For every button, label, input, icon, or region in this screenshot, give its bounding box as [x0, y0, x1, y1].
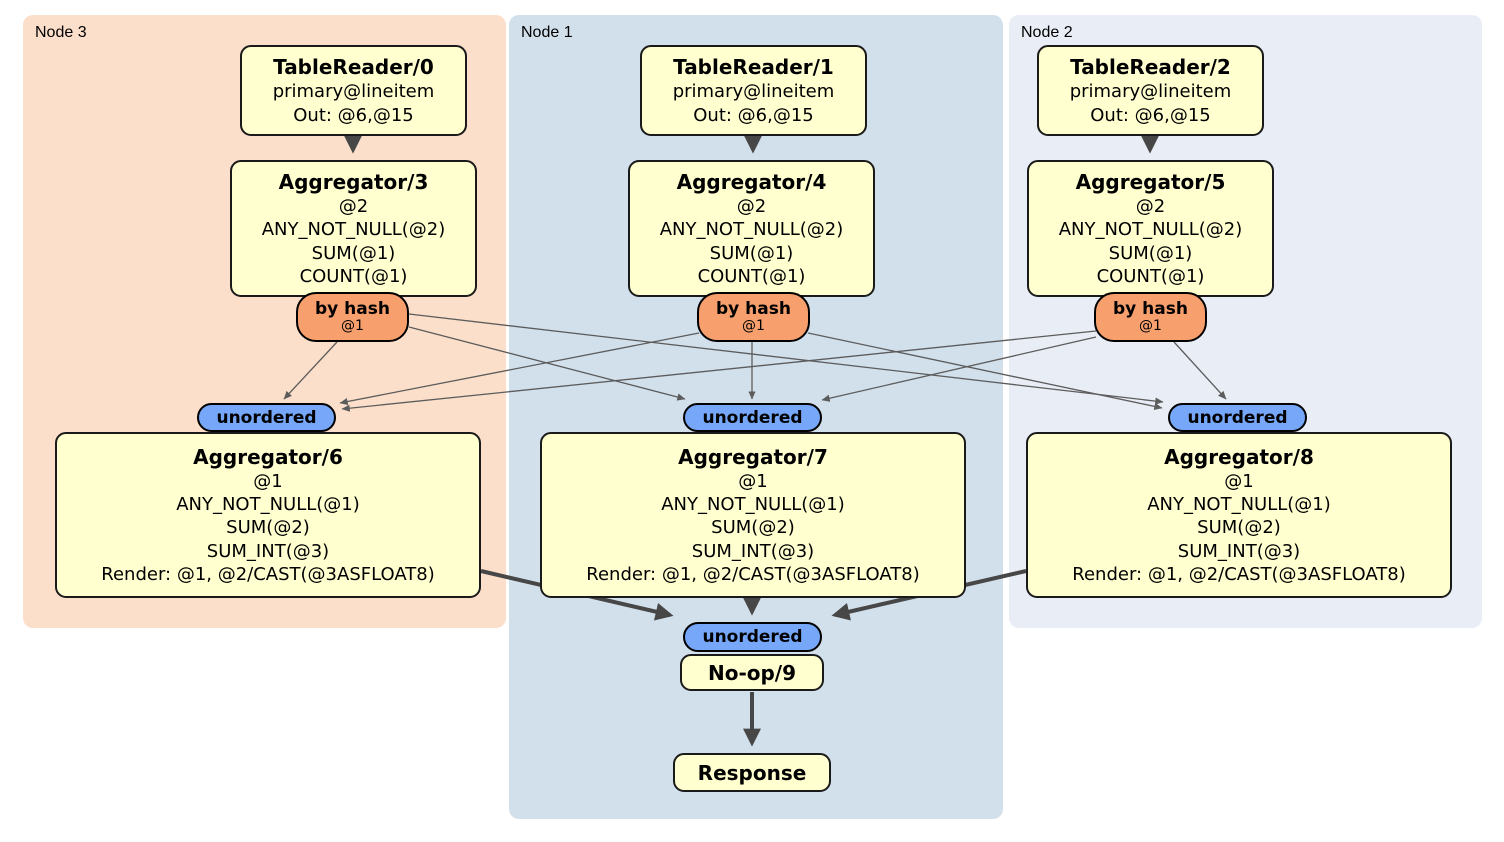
edge-hash1-to-unordered8: [807, 332, 1163, 410]
box-title: Response: [697, 760, 807, 785]
box-title: Aggregator/3: [278, 169, 429, 194]
box-line: primary@lineitem: [672, 81, 835, 103]
box-title: Aggregator/4: [676, 169, 827, 194]
box-title: TableReader/0: [273, 55, 434, 80]
box-line: ANY_NOT_NULL(@2): [261, 219, 446, 241]
node-group-label: Node 1: [521, 24, 573, 41]
node-group-label: Node 2: [1021, 24, 1073, 41]
router-label: by hash: [315, 298, 390, 319]
box-line: @2: [736, 195, 767, 217]
hash-router-node1: by hash @1: [697, 292, 810, 342]
aggregator-4-box: Aggregator/4 @2 ANY_NOT_NULL(@2) SUM(@1)…: [628, 160, 875, 297]
box-line: ANY_NOT_NULL(@1): [176, 493, 360, 515]
box-line: SUM_INT(@3): [1177, 540, 1301, 562]
hash-router-node2: by hash @1: [1094, 292, 1207, 342]
box-line: Render: @1, @2/CAST(@3ASFLOAT8): [101, 564, 435, 586]
box-title: Aggregator/8: [1164, 444, 1314, 469]
box-line: @1: [253, 470, 283, 492]
unordered-sync-7: unordered: [683, 403, 822, 432]
box-line: SUM(@1): [709, 242, 794, 264]
tablereader-1-box: TableReader/1 primary@lineitem Out: @6,@…: [640, 45, 867, 136]
box-line: Render: @1, @2/CAST(@3ASFLOAT8): [586, 564, 920, 586]
router-detail: @1: [1139, 318, 1162, 335]
edge-hash2-to-unordered8: [1173, 341, 1227, 400]
edge-hash2-to-unordered6: [341, 330, 1097, 412]
box-line: ANY_NOT_NULL(@2): [1058, 219, 1243, 241]
box-line: SUM(@1): [1108, 242, 1193, 264]
response-box: Response: [673, 753, 831, 792]
noop-9-box: No-op/9: [680, 654, 824, 691]
box-line: COUNT(@1): [1096, 265, 1205, 287]
box-line: Out: @6,@15: [1090, 104, 1211, 126]
box-line: SUM(@1): [311, 242, 396, 264]
aggregator-8-box: Aggregator/8 @1 ANY_NOT_NULL(@1) SUM(@2)…: [1026, 432, 1452, 598]
box-line: SUM_INT(@3): [206, 540, 330, 562]
sync-label: unordered: [1187, 407, 1288, 428]
sync-label: unordered: [216, 407, 317, 428]
box-line: SUM(@2): [711, 517, 795, 539]
box-line: Render: @1, @2/CAST(@3ASFLOAT8): [1072, 564, 1406, 586]
box-line: Out: @6,@15: [693, 104, 814, 126]
hash-router-node3: by hash @1: [296, 292, 409, 342]
box-line: SUM_INT(@3): [691, 540, 815, 562]
unordered-sync-8: unordered: [1168, 403, 1307, 432]
router-label: by hash: [716, 298, 791, 319]
aggregator-7-box: Aggregator/7 @1 ANY_NOT_NULL(@1) SUM(@2)…: [540, 432, 966, 598]
box-line: primary@lineitem: [272, 81, 435, 103]
box-line: COUNT(@1): [697, 265, 806, 287]
edge-hash2-to-unordered7: [821, 336, 1097, 402]
box-line: @2: [1135, 195, 1166, 217]
sync-label: unordered: [702, 627, 803, 647]
box-line: ANY_NOT_NULL(@1): [1147, 493, 1331, 515]
aggregator-5-box: Aggregator/5 @2 ANY_NOT_NULL(@2) SUM(@1)…: [1027, 160, 1274, 297]
box-title: Aggregator/7: [678, 444, 828, 469]
box-line: @2: [338, 195, 369, 217]
edge-hash3-to-unordered8: [408, 313, 1164, 405]
box-title: TableReader/1: [673, 55, 834, 80]
aggregator-6-box: Aggregator/6 @1 ANY_NOT_NULL(@1) SUM(@2)…: [55, 432, 481, 598]
box-line: ANY_NOT_NULL(@2): [659, 219, 844, 241]
unordered-sync-6: unordered: [197, 403, 336, 432]
node-group-label: Node 3: [35, 24, 87, 41]
box-line: primary@lineitem: [1069, 81, 1232, 103]
box-line: COUNT(@1): [299, 265, 408, 287]
box-line: SUM(@2): [226, 517, 310, 539]
tablereader-2-box: TableReader/2 primary@lineitem Out: @6,@…: [1037, 45, 1264, 136]
box-title: TableReader/2: [1070, 55, 1231, 80]
edge-hash3-to-unordered6: [283, 341, 338, 400]
box-line: @1: [738, 470, 768, 492]
box-title: Aggregator/6: [193, 444, 343, 469]
box-title: No-op/9: [707, 660, 797, 685]
sync-label: unordered: [702, 407, 803, 428]
router-label: by hash: [1113, 298, 1188, 319]
router-detail: @1: [742, 318, 765, 335]
box-line: Out: @6,@15: [293, 104, 414, 126]
tablereader-0-box: TableReader/0 primary@lineitem Out: @6,@…: [240, 45, 467, 136]
unordered-sync-final: unordered: [683, 622, 822, 652]
router-detail: @1: [341, 318, 364, 335]
box-line: ANY_NOT_NULL(@1): [661, 493, 845, 515]
aggregator-3-box: Aggregator/3 @2 ANY_NOT_NULL(@2) SUM(@1)…: [230, 160, 477, 297]
box-title: Aggregator/5: [1075, 169, 1226, 194]
box-line: @1: [1224, 470, 1254, 492]
box-line: SUM(@2): [1197, 517, 1281, 539]
edge-hash1-to-unordered6: [339, 332, 700, 406]
